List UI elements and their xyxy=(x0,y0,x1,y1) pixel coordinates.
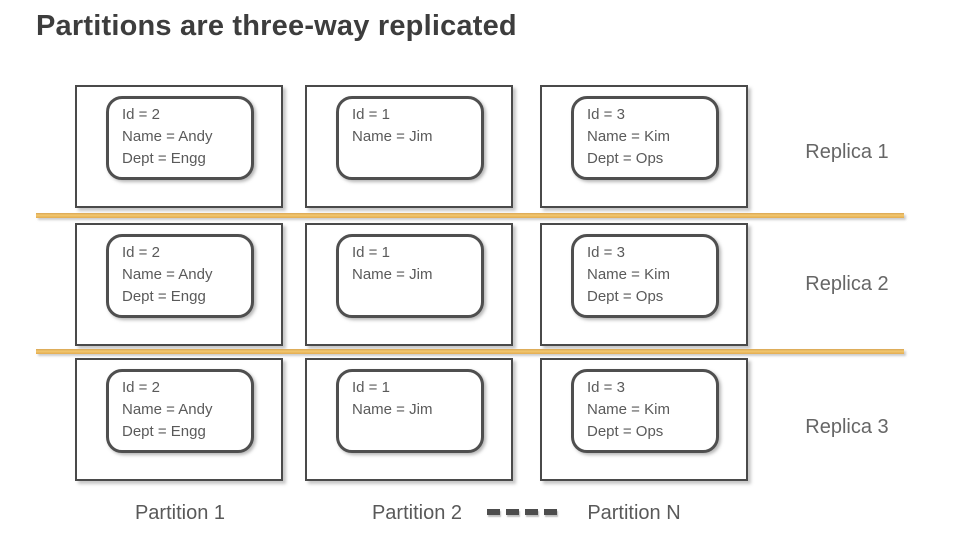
replica-3-label: Replica 3 xyxy=(805,416,889,438)
record-line: Name = Andy xyxy=(122,128,213,145)
partition1-replica3-box: Id = 2 Name = Andy Dept = Engg xyxy=(75,358,283,481)
partition-2-label: Partition 2 xyxy=(371,502,463,524)
partition1-replica1-box: Id = 2 Name = Andy Dept = Engg xyxy=(75,85,283,208)
record-line: Id = 2 xyxy=(122,106,160,123)
partition-n-label: Partition N xyxy=(587,502,681,524)
record-line: Dept = Engg xyxy=(122,150,206,167)
dash xyxy=(487,509,500,515)
record-line: Name = Jim xyxy=(352,401,433,418)
dash xyxy=(525,509,538,515)
partition-1-label: Partition 1 xyxy=(134,502,226,524)
record-line: Id = 2 xyxy=(122,379,160,396)
record-line: Name = Jim xyxy=(352,266,433,283)
record-card: Id = 2 Name = Andy Dept = Engg xyxy=(106,369,254,453)
record-line: Id = 3 xyxy=(587,379,625,396)
record-card: Id = 1 Name = Jim xyxy=(336,369,484,453)
record-card: Id = 1 Name = Jim xyxy=(336,96,484,180)
record-line: Dept = Engg xyxy=(122,423,206,440)
partitionN-replica3-box: Id = 3 Name = Kim Dept = Ops xyxy=(540,358,748,481)
slide-title: Partitions are three-way replicated xyxy=(36,10,517,42)
record-line: Name = Kim xyxy=(587,266,670,283)
record-card: Id = 3 Name = Kim Dept = Ops xyxy=(571,234,719,318)
record-card: Id = 1 Name = Jim xyxy=(336,234,484,318)
partitionN-replica2-box: Id = 3 Name = Kim Dept = Ops xyxy=(540,223,748,346)
replica-divider-line xyxy=(36,213,904,218)
record-line: Name = Andy xyxy=(122,266,213,283)
replica-divider-line xyxy=(36,349,904,354)
partition2-replica3-box: Id = 1 Name = Jim xyxy=(305,358,513,481)
record-line: Dept = Ops xyxy=(587,288,664,305)
partition2-replica2-box: Id = 1 Name = Jim xyxy=(305,223,513,346)
record-line: Name = Jim xyxy=(352,128,433,145)
record-line: Dept = Ops xyxy=(587,423,664,440)
record-card: Id = 2 Name = Andy Dept = Engg xyxy=(106,96,254,180)
record-line: Dept = Ops xyxy=(587,150,664,167)
record-line: Id = 3 xyxy=(587,244,625,261)
record-line: Dept = Engg xyxy=(122,288,206,305)
record-card: Id = 3 Name = Kim Dept = Ops xyxy=(571,369,719,453)
replica-2-label: Replica 2 xyxy=(805,273,889,295)
partition2-replica1-box: Id = 1 Name = Jim xyxy=(305,85,513,208)
record-line: Id = 1 xyxy=(352,244,390,261)
record-line: Name = Kim xyxy=(587,401,670,418)
record-card: Id = 2 Name = Andy Dept = Engg xyxy=(106,234,254,318)
partition1-replica2-box: Id = 2 Name = Andy Dept = Engg xyxy=(75,223,283,346)
record-line: Name = Kim xyxy=(587,128,670,145)
dash xyxy=(544,509,557,515)
record-line: Name = Andy xyxy=(122,401,213,418)
replica-1-label: Replica 1 xyxy=(805,141,889,163)
ellipsis-dashes-icon xyxy=(487,509,557,515)
record-card: Id = 3 Name = Kim Dept = Ops xyxy=(571,96,719,180)
record-line: Id = 3 xyxy=(587,106,625,123)
record-line: Id = 2 xyxy=(122,244,160,261)
dash xyxy=(506,509,519,515)
record-line: Id = 1 xyxy=(352,379,390,396)
record-line: Id = 1 xyxy=(352,106,390,123)
partitionN-replica1-box: Id = 3 Name = Kim Dept = Ops xyxy=(540,85,748,208)
